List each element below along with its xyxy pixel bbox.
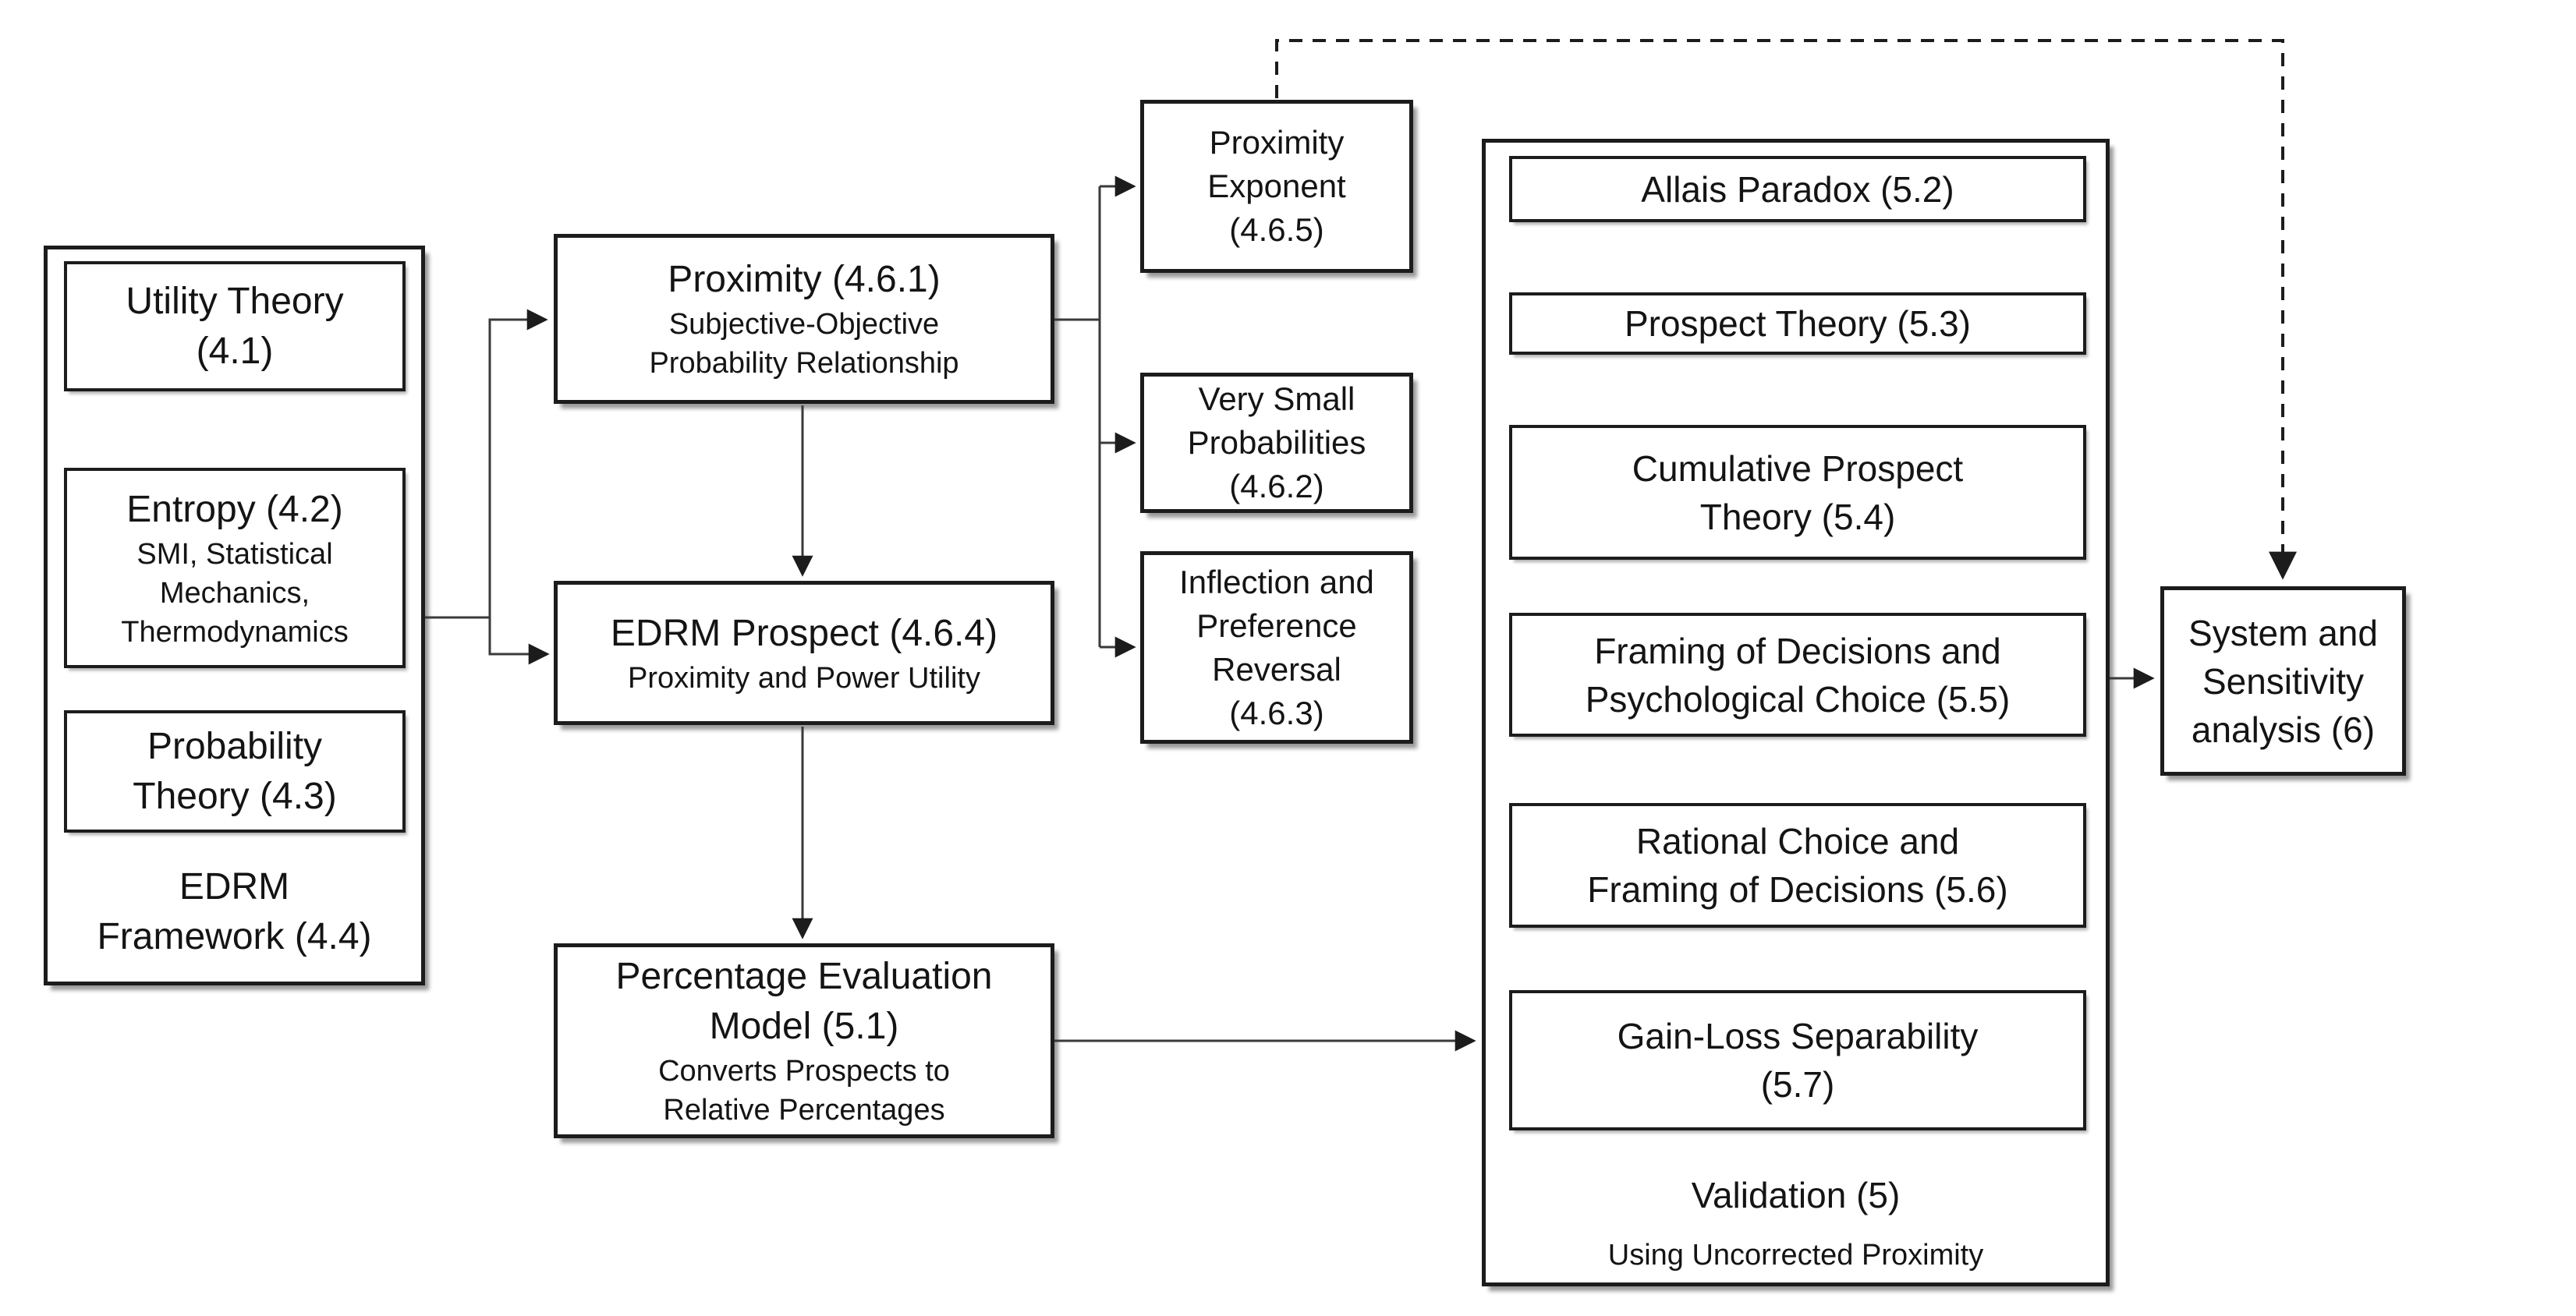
- validation-sublabel: Using Uncorrected Proximity: [1607, 1238, 1984, 1272]
- proximity-title: Proximity (4.6.1): [668, 259, 941, 300]
- very-small-probabilities-label: Very Small Probabilities (4.6.2): [1187, 380, 1366, 504]
- edrm-prospect-title: EDRM Prospect (4.6.4): [610, 612, 998, 654]
- utility-theory-label: Utility Theory (4.1): [126, 280, 344, 372]
- framing-decisions-box: Framing of Decisions and Psychological C…: [1509, 613, 2086, 737]
- entropy-box: Entropy (4.2) SMI, Statistical Mechanics…: [64, 468, 406, 668]
- inflection-preference-reversal-label: Inflection and Preference Reversal (4.6.…: [1179, 563, 1374, 731]
- cumulative-prospect-theory-label: Cumulative Prospect Theory (5.4): [1632, 448, 1964, 537]
- framing-decisions-label: Framing of Decisions and Psychological C…: [1585, 630, 2011, 720]
- rational-choice-label: Rational Choice and Framing of Decisions…: [1587, 821, 2008, 910]
- probability-theory-label: Probability Theory (4.3): [133, 725, 337, 817]
- proximity-exponent-label: Proximity Exponent (4.6.5): [1207, 124, 1346, 248]
- proximity-exponent-box: Proximity Exponent (4.6.5): [1140, 100, 1413, 273]
- edrm-prospect-box: EDRM Prospect (4.6.4) Proximity and Powe…: [554, 581, 1054, 725]
- cumulative-prospect-theory-box: Cumulative Prospect Theory (5.4): [1509, 425, 2086, 560]
- proximity-box: Proximity (4.6.1) Subjective-Objective P…: [554, 234, 1054, 404]
- prospect-theory-label: Prospect Theory (5.3): [1624, 303, 1971, 344]
- edrm-framework-label: EDRM Framework (4.4): [97, 866, 372, 957]
- arrow-edrm-to-proximity: [488, 309, 548, 617]
- percentage-evaluation-title: Percentage Evaluation Model (5.1): [615, 956, 993, 1047]
- utility-theory-box: Utility Theory (4.1): [64, 261, 406, 391]
- probability-theory-box: Probability Theory (4.3): [64, 710, 406, 833]
- validation-label: Validation (5): [1691, 1174, 1901, 1215]
- system-sensitivity-label: System and Sensitivity analysis (6): [2188, 612, 2378, 750]
- edrm-prospect-subtitle: Proximity and Power Utility: [628, 661, 980, 695]
- gain-loss-separability-label: Gain-Loss Separability (5.7): [1617, 1016, 1979, 1105]
- prospect-theory-box: Prospect Theory (5.3): [1509, 292, 2086, 355]
- allais-paradox-box: Allais Paradox (5.2): [1509, 156, 2086, 222]
- percentage-evaluation-box: Percentage Evaluation Model (5.1) Conver…: [554, 943, 1054, 1138]
- gain-loss-separability-box: Gain-Loss Separability (5.7): [1509, 990, 2086, 1130]
- rational-choice-box: Rational Choice and Framing of Decisions…: [1509, 803, 2086, 928]
- entropy-title: Entropy (4.2): [126, 488, 343, 530]
- arrow-edrm-to-prospect: [488, 617, 550, 665]
- system-sensitivity-box: System and Sensitivity analysis (6): [2160, 586, 2406, 776]
- allais-paradox-label: Allais Paradox (5.2): [1641, 168, 1954, 210]
- entropy-subtitle: SMI, Statistical Mechanics, Thermodynami…: [121, 537, 349, 649]
- inflection-preference-reversal-box: Inflection and Preference Reversal (4.6.…: [1140, 551, 1413, 744]
- proximity-subtitle: Subjective-Objective Probability Relatio…: [649, 308, 959, 380]
- very-small-probabilities-box: Very Small Probabilities (4.6.2): [1140, 373, 1413, 513]
- percentage-evaluation-subtitle: Converts Prospects to Relative Percentag…: [658, 1055, 950, 1127]
